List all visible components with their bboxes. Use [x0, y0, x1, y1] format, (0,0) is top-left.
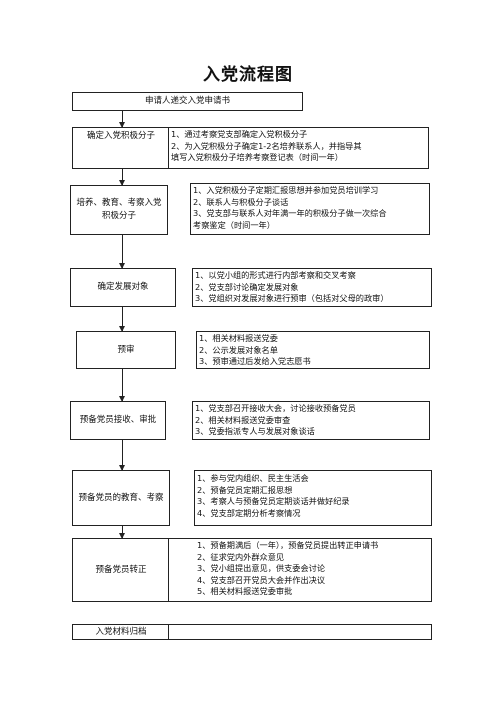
step-candidate-details: 1、以党小组的形式进行内部考察和交叉考察 2、党支部讨论确定发展对象 3、党组织… [192, 268, 432, 307]
detail-line: 2、征求党内外群众意见 [197, 551, 285, 562]
step-archive-label: 入党材料归档 [95, 626, 147, 637]
step-application-box: 申请人递交入党申请书 [72, 92, 303, 111]
arrow-7 [119, 526, 125, 539]
step-probationary-admission-label: 预备党员接收、审批 [79, 415, 157, 425]
detail-line: 1、以党小组的形式进行内部考察和交叉考察 [195, 270, 356, 280]
arrow-1 [119, 111, 125, 128]
step-probationary-admission-box: 预备党员接收、审批 [70, 401, 166, 440]
step-pre-review-box: 预审 [76, 331, 176, 369]
step-application-label: 申请人递交入党申请书 [144, 96, 230, 106]
detail-line: 填写入党积极分子培养考察登记表（时间一年） [171, 152, 343, 163]
arrow-6 [119, 440, 125, 471]
step-training-box: 培养、教育、考察入党积极分子 [70, 185, 168, 235]
detail-line: 3、预审通过后发给入党志愿书 [199, 356, 311, 367]
detail-line: 2、联系人与积极分子谈话 [193, 196, 289, 207]
step-candidate-box: 确定发展对象 [70, 268, 176, 307]
step-training-details: 1、入党积极分子定期汇报思想并参加党员培训学习 2、联系人与积极分子谈话 3、党… [190, 183, 430, 235]
arrow-3 [119, 235, 125, 269]
step-training-label: 培养、教育、考察入党积极分子 [76, 198, 162, 221]
step-probationary-admission-details: 1、党支部召开接收大会，讨论接收预备党员 2、相关材料报送党委审查 3、党委指派… [192, 401, 430, 440]
detail-line: 2、公示发展对象名单 [199, 344, 278, 355]
detail-line: 3、党委指派专人与发展对象谈话 [195, 426, 315, 437]
detail-line: 3、党支部与联系人对年满一年的积极分子做一次综合 [193, 208, 387, 219]
detail-line: 2、预备党员定期汇报思想 [197, 484, 293, 495]
step-archive-box: 入党材料归档 [72, 624, 170, 640]
detail-line: 1、预备期满后（一年），预备党员提出转正申请书 [197, 540, 379, 550]
detail-line: 1、入党积极分子定期汇报思想并参加党员培训学习 [193, 185, 379, 195]
detail-line: 5、相关材料报送党委审批 [197, 586, 293, 597]
step-pre-review-details: 1、相关材料报送党委 2、公示发展对象名单 3、预审通过后发给入党志愿书 [196, 331, 430, 369]
arrow-5 [119, 369, 125, 402]
detail-line: 考察鉴定（时间一年） [193, 219, 275, 230]
step-probationary-education-box: 预备党员的教育、考察 [72, 470, 170, 526]
detail-line: 1、相关材料报送党委 [199, 333, 278, 343]
step-archive-details [168, 624, 432, 640]
step-activist-details: 1、通过考察党支部确定入党积极分子 2、为入党积极分子确定1-2名培养联系人，并… [168, 127, 429, 169]
detail-line: 2、为入党积极分子确定1-2名培养联系人，并指导其 [171, 140, 362, 151]
step-activist-label: 确定入党积极分子 [86, 131, 155, 141]
step-pre-review-label: 预审 [117, 344, 135, 355]
arrow-2 [119, 169, 125, 186]
detail-line: 2、党支部讨论确定发展对象 [195, 281, 299, 292]
page-title: 入党流程图 [203, 65, 293, 85]
step-probationary-education-label: 预备党员的教育、考察 [78, 492, 164, 503]
detail-line: 1、通过考察党支部确定入党积极分子 [171, 129, 308, 139]
detail-line: 1、党支部召开接收大会，讨论接收预备党员 [195, 403, 356, 413]
step-full-membership-label: 预备党员转正 [95, 564, 147, 575]
step-probationary-education-details: 1、参与党内组织、民主生活会 2、预备党员定期汇报思想 3、考察人与预备党员定期… [194, 470, 432, 526]
step-full-membership-box: 预备党员转正 [72, 538, 170, 602]
detail-line: 1、参与党内组织、民主生活会 [197, 473, 309, 483]
detail-line: 3、党小组提出意见，供支委会讨论 [197, 563, 326, 574]
detail-line: 3、考察人与预备党员定期谈话并做好纪录 [197, 496, 350, 507]
detail-line: 2、相关材料报送党委审查 [195, 414, 291, 425]
step-candidate-label: 确定发展对象 [97, 282, 149, 292]
arrow-4 [119, 307, 125, 332]
step-full-membership-details: 1、预备期满后（一年），预备党员提出转正申请书 2、征求党内外群众意见 3、党小… [168, 538, 432, 602]
detail-line: 3、党组织对发展对象进行预审（包括对父母的政审） [195, 293, 389, 304]
detail-line: 4、党支部定期分析考察情况 [197, 507, 301, 518]
detail-line: 4、党支部召开党员大会并作出决议 [197, 574, 326, 585]
step-activist-box: 确定入党积极分子 [72, 127, 170, 169]
